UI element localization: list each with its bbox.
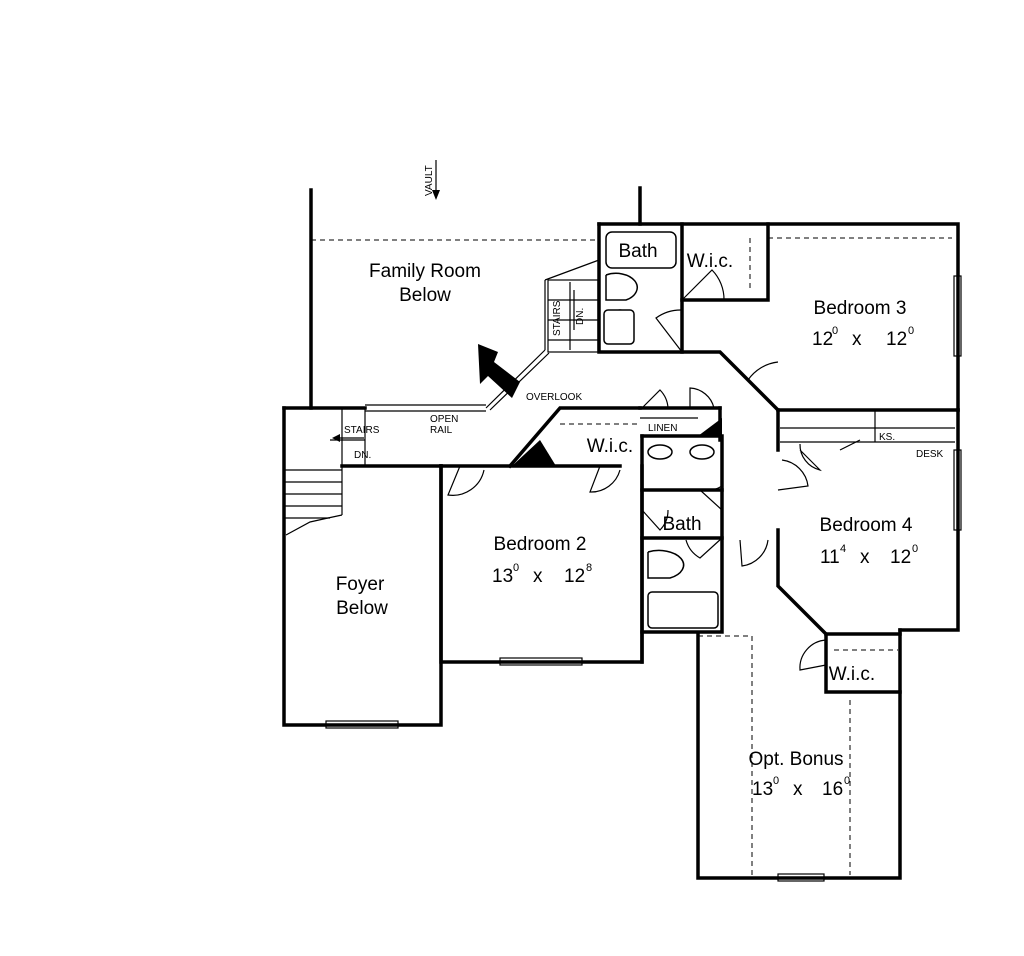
dashed-lines (311, 237, 952, 875)
vault-arrow (432, 160, 440, 200)
open-label: OPEN (430, 414, 458, 425)
stairs-upper (547, 279, 599, 353)
stairs-left-label: STAIRS (344, 425, 380, 436)
doors (447, 269, 861, 671)
svg-text:16: 16 (822, 779, 843, 800)
open-rail (365, 259, 600, 412)
pillar-fill (512, 440, 556, 466)
bedroom4-label: Bedroom 4 (820, 515, 913, 536)
bedroom2-dimensions: 13 0 x 12 8 (492, 562, 592, 587)
bedroom3-label: Bedroom 3 (814, 298, 907, 319)
svg-text:x: x (852, 329, 862, 350)
svg-text:8: 8 (586, 562, 592, 574)
stairs-vertical-label: STAIRS (552, 300, 563, 336)
svg-text:12: 12 (812, 329, 833, 350)
svg-text:x: x (860, 547, 870, 568)
overlook-arrow (478, 344, 520, 398)
desk-label: DESK (916, 449, 944, 460)
svg-text:13: 13 (492, 566, 513, 587)
wic-bottom-label: W.i.c. (829, 664, 875, 685)
svg-text:0: 0 (832, 325, 838, 337)
svg-text:0: 0 (513, 562, 519, 574)
bath-top-label: Bath (618, 241, 657, 262)
foyer-below-label: Below (336, 598, 388, 619)
bonus-dimensions: 13 0 x 16 0 (752, 775, 850, 800)
bedroom3-dimensions: 12 0 x 12 0 (812, 325, 914, 350)
family-room-label: Family Room (369, 261, 481, 282)
walls (282, 186, 960, 880)
stairs-lower (284, 408, 366, 536)
foyer-label: Foyer (336, 574, 385, 595)
svg-text:12: 12 (886, 329, 907, 350)
svg-text:4: 4 (840, 543, 846, 555)
stairs-arrow (332, 434, 364, 442)
vault-label: VAULT (424, 165, 435, 196)
bedroom2-label: Bedroom 2 (494, 534, 587, 555)
overlook-label: OVERLOOK (526, 392, 582, 403)
svg-text:12: 12 (890, 547, 911, 568)
ks-label: KS. (879, 432, 895, 443)
pillar-fill-2 (698, 418, 722, 436)
svg-text:11: 11 (820, 547, 840, 568)
svg-text:x: x (793, 779, 803, 800)
svg-text:x: x (533, 566, 543, 587)
bedroom4-dimensions: 11 4 x 12 0 (820, 543, 918, 568)
svg-text:0: 0 (773, 775, 779, 787)
wic-mid-label: W.i.c. (587, 436, 633, 457)
family-room-below-label: Below (399, 285, 451, 306)
windows (325, 275, 962, 882)
wic-top-label: W.i.c. (687, 251, 733, 272)
linen-label: LINEN (648, 423, 677, 434)
bath-mid-label: Bath (662, 514, 701, 535)
svg-text:12: 12 (564, 566, 585, 587)
svg-text:0: 0 (844, 775, 850, 787)
dn-vertical-label: DN. (575, 308, 586, 325)
bonus-label: Opt. Bonus (748, 749, 843, 770)
rail-label: RAIL (430, 425, 453, 436)
dn-left-label: DN. (354, 450, 371, 461)
closet-shelves (560, 238, 955, 651)
fixtures (603, 231, 719, 629)
svg-text:0: 0 (908, 325, 914, 337)
svg-text:0: 0 (912, 543, 918, 555)
svg-text:13: 13 (752, 779, 773, 800)
